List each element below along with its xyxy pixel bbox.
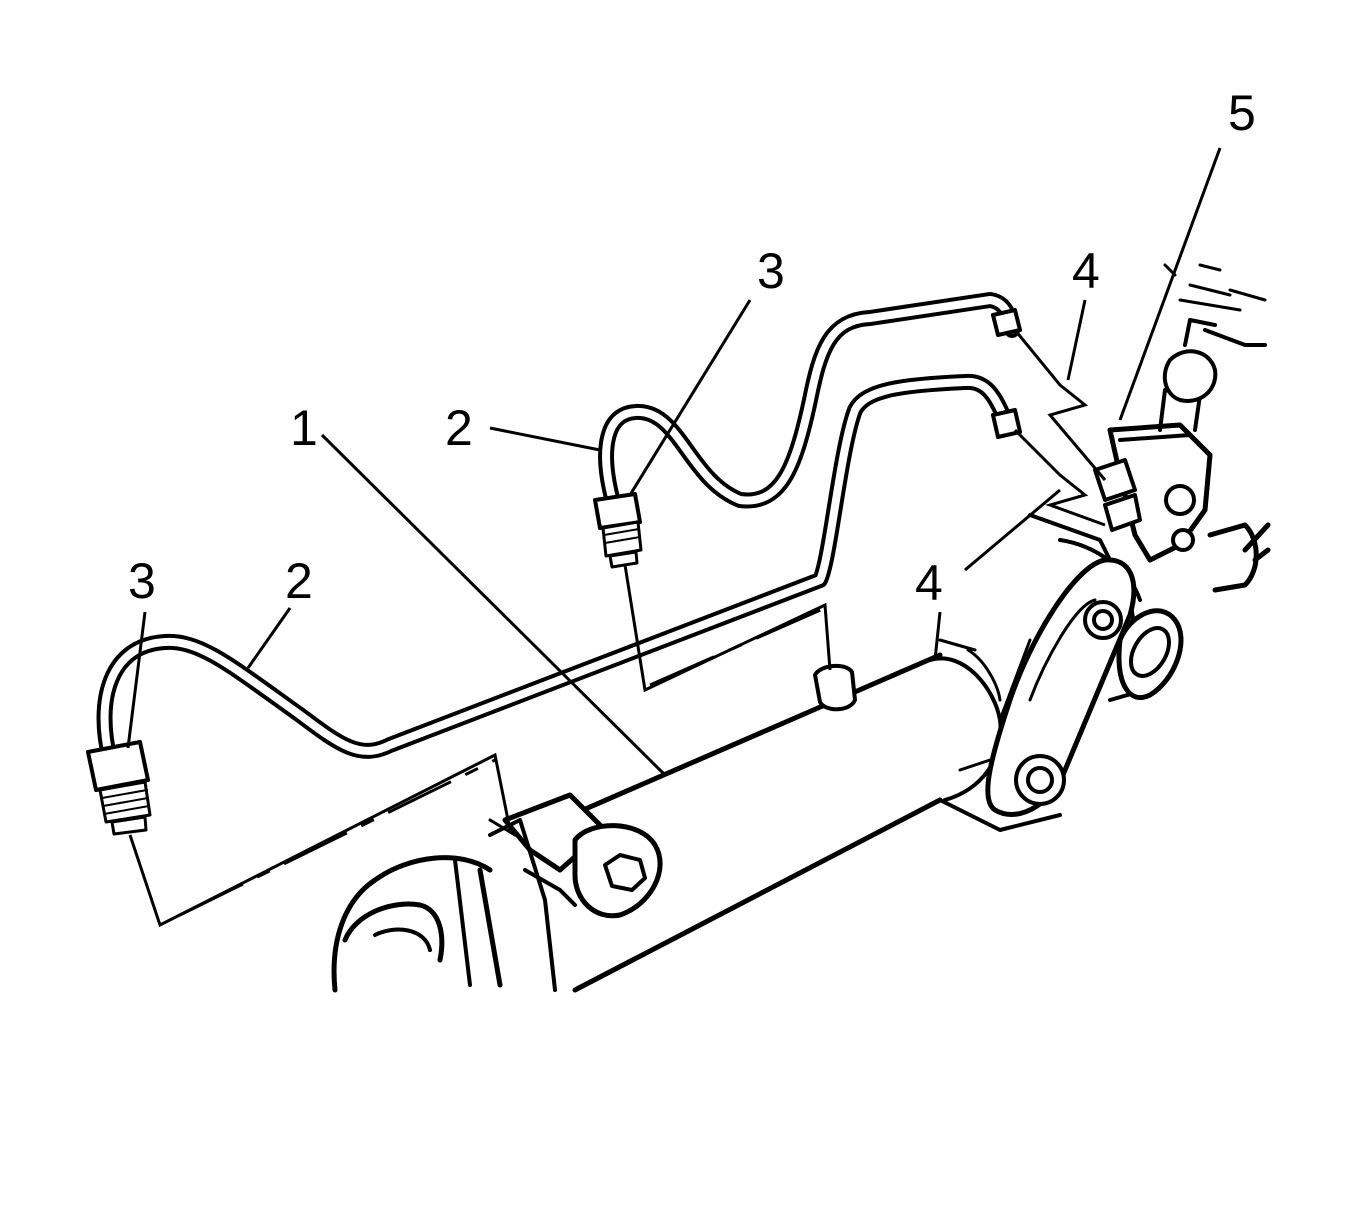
assembly-lines <box>128 329 1107 928</box>
leader-3a <box>628 299 752 496</box>
leader-4a <box>1066 299 1087 381</box>
callout-1: 1 <box>290 400 318 456</box>
callout-5: 5 <box>1228 85 1256 141</box>
callout-4b: 4 <box>915 555 943 611</box>
leader-2a <box>489 426 601 452</box>
leader-2b <box>246 607 292 669</box>
leader-4b <box>964 488 1061 572</box>
callout-3b: 3 <box>128 553 156 609</box>
callout-4a: 4 <box>1072 243 1100 299</box>
callout-2b: 2 <box>285 553 313 609</box>
linkage-bracket <box>985 522 1271 817</box>
leader-1 <box>320 433 667 777</box>
input-shaft-valve <box>1093 263 1267 563</box>
callout-leaders <box>126 147 1222 777</box>
leader-5 <box>1118 147 1222 421</box>
leader-4c <box>933 611 942 661</box>
callout-labels: 1 2 2 3 3 4 4 4 5 <box>128 85 1256 611</box>
callout-3a: 3 <box>757 243 785 299</box>
left-boot-end <box>331 792 663 993</box>
callout-2a: 2 <box>445 400 473 456</box>
fluid-lines <box>86 292 1022 836</box>
leader-3b <box>126 611 147 749</box>
